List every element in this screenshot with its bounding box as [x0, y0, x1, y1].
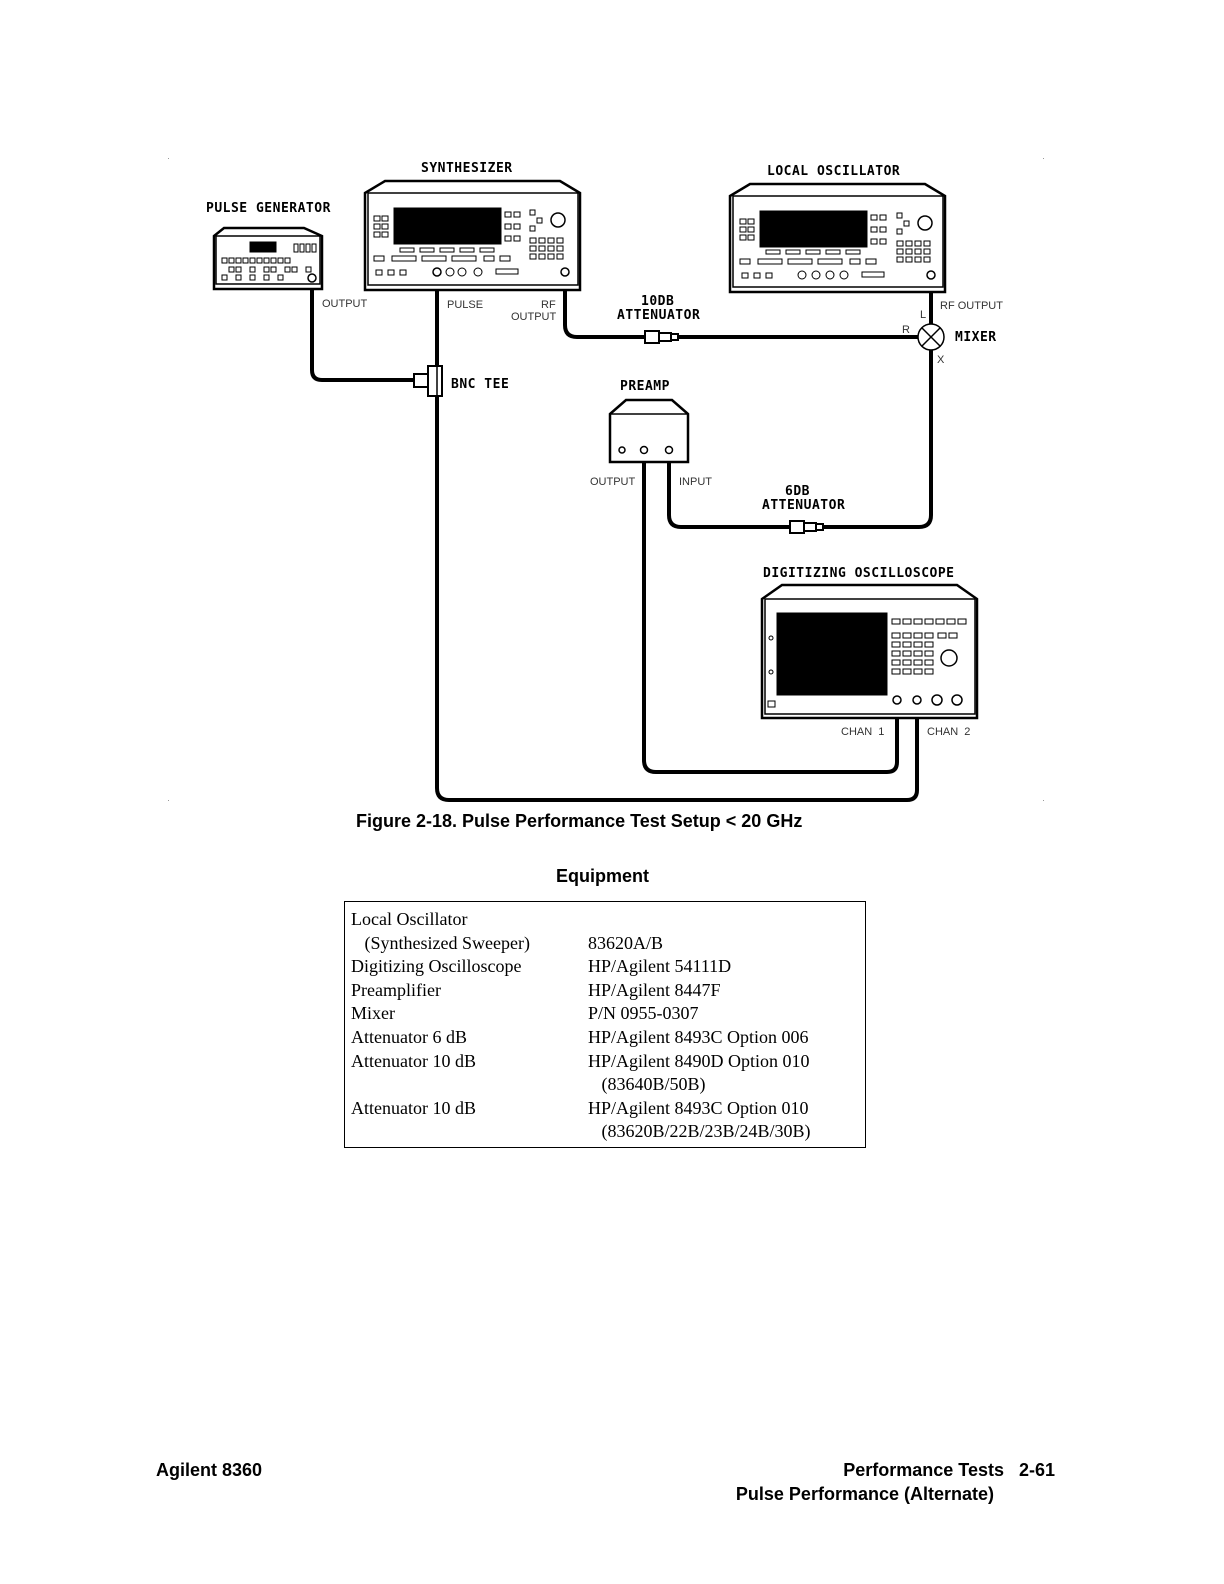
- port-lo-rf-output: RF OUTPUT: [940, 300, 1003, 312]
- cables: [310, 274, 933, 802]
- port-scope-chan1: CHAN 1: [841, 726, 884, 738]
- port-mixer-l: L: [920, 309, 926, 321]
- equipment-model: (83620B/22B/23B/24B/30B): [588, 1121, 811, 1142]
- equipment-name: Mixer: [351, 1003, 395, 1024]
- footer-subsection: Pulse Performance (Alternate): [735, 1484, 994, 1504]
- equipment-name: Attenuator 6 dB: [351, 1027, 467, 1047]
- preamp: [608, 398, 690, 464]
- synthesizer: [363, 179, 582, 292]
- equipment-name: Attenuator 10 dB: [351, 1097, 476, 1118]
- label-attenuator-6db-value: 6DB: [785, 484, 810, 499]
- footer-product: Agilent 8360: [156, 1460, 263, 1480]
- port-scope-chan2: CHAN 2: [927, 726, 970, 738]
- equipment-row: Digitizing Oscilloscope HP/Agilent 54111D: [351, 954, 861, 978]
- equipment-row: Mixer P/N 0955-0307: [351, 1001, 861, 1025]
- port-mixer-x: X: [937, 354, 945, 366]
- equipment-model: HP/Agilent 8493C Option 006: [588, 1027, 809, 1047]
- label-bnc-tee: BNC TEE: [451, 377, 509, 392]
- pulse-generator: [212, 226, 324, 291]
- equipment-row: Attenuator 6 dB HP/Agilent 8493C Option 0…: [351, 1025, 861, 1049]
- label-mixer: MIXER: [955, 330, 997, 345]
- equipment-model: HP/Agilent 8493C Option 010: [588, 1097, 809, 1118]
- equipment-name: Attenuator 10 dB: [351, 1050, 476, 1071]
- cable-pulsegen-to-tee: [310, 278, 418, 382]
- equipment-row: (83620B/22B/23B/24B/30B): [351, 1119, 861, 1143]
- cable-synth-pulse-to-scope-chan2: [435, 274, 919, 802]
- digitizing-oscilloscope: [760, 583, 979, 720]
- port-synth-pulse: PULSE: [447, 299, 483, 311]
- label-pulse-generator: PULSE GENERATOR: [206, 201, 331, 216]
- corner-marks: [168, 158, 1044, 801]
- port-synth-rf: RF: [541, 299, 556, 311]
- equipment-model: (83640B/50B): [588, 1074, 706, 1095]
- equipment-row: Local Oscillator: [351, 907, 861, 931]
- equipment-table: Local Oscillator (Synthesized Sweeper) 83…: [344, 901, 866, 1148]
- footer-section-page: Performance Tests 2-61: [843, 1460, 1055, 1480]
- equipment-row: Preamplifier HP/Agilent 8447F: [351, 978, 861, 1002]
- equipment-name: Local Oscillator: [351, 909, 468, 929]
- equipment-model: HP/Agilent 8490D Option 010: [588, 1050, 810, 1071]
- cable-preamp-to-scope-chan1: [642, 450, 899, 774]
- cable-mixer-to-preamp: [667, 348, 933, 529]
- equipment-name: Digitizing Oscilloscope: [351, 956, 522, 977]
- equipment-title: Equipment: [556, 866, 649, 886]
- cable-synth-rf-to-mixer: [563, 276, 920, 339]
- label-attenuator-10db-name: ATTENUATOR: [617, 308, 700, 323]
- port-mixer-r: R: [902, 324, 910, 336]
- equipment-row: (Synthesized Sweeper) 83620A/B: [351, 931, 861, 955]
- label-attenuator-10db-value: 10DB: [641, 294, 674, 309]
- mixer: [917, 323, 945, 351]
- equipment-name: Preamplifier: [351, 979, 441, 1000]
- label-preamp: PREAMP: [620, 379, 670, 394]
- equipment-model: 83620A/B: [588, 932, 664, 953]
- label-local-oscillator: LOCAL OSCILLATOR: [767, 164, 900, 179]
- setup-diagram: PULSE GENERATOR SYNTHESIZER LOCAL OSCILL…: [168, 158, 1044, 802]
- local-oscillator: [728, 182, 947, 294]
- figure-caption: Figure 2-18. Pulse Performance Test Setu…: [356, 811, 803, 831]
- equipment-row: Attenuator 10 dB HP/Agilent 8490D Option …: [351, 1049, 861, 1073]
- equipment-model: P/N 0955-0307: [588, 1003, 699, 1024]
- label-synthesizer: SYNTHESIZER: [421, 161, 513, 176]
- equipment-row: Attenuator 10 dB HP/Agilent 8493C Option …: [351, 1096, 861, 1120]
- port-preamp-output: OUTPUT: [590, 476, 636, 488]
- attenuator-6db: [789, 520, 824, 534]
- attenuator-10db: [644, 330, 679, 344]
- equipment-name: (Synthesized Sweeper): [351, 932, 530, 953]
- port-preamp-input: INPUT: [679, 476, 712, 488]
- label-digitizing-oscilloscope: DIGITIZING OSCILLOSCOPE: [763, 566, 955, 581]
- equipment-model: HP/Agilent 8447F: [588, 979, 721, 1000]
- equipment-model: HP/Agilent 54111D: [588, 956, 732, 977]
- port-pulse-gen-output: OUTPUT: [322, 298, 368, 310]
- port-synth-output: OUTPUT: [511, 311, 557, 323]
- bnc-tee: [413, 365, 443, 397]
- label-attenuator-6db-name: ATTENUATOR: [762, 498, 845, 513]
- equipment-row: (83640B/50B): [351, 1072, 861, 1096]
